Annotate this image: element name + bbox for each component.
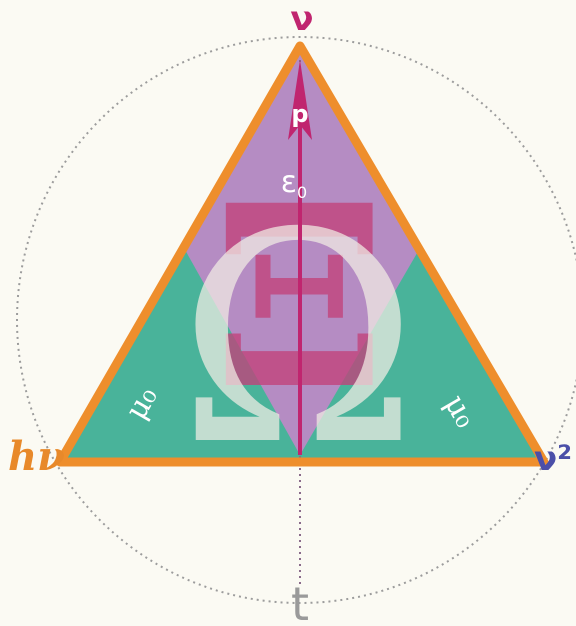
epsilon-subscript: 0 [297, 183, 307, 202]
bottom-label-t: t [291, 577, 309, 626]
epsilon-symbol: ε [281, 165, 297, 200]
left-label-h-nu: hν [8, 433, 65, 480]
p-label: p [291, 100, 308, 128]
top-label-nu: ν [290, 0, 313, 39]
right-label-nu-squared: ν² [534, 439, 572, 479]
